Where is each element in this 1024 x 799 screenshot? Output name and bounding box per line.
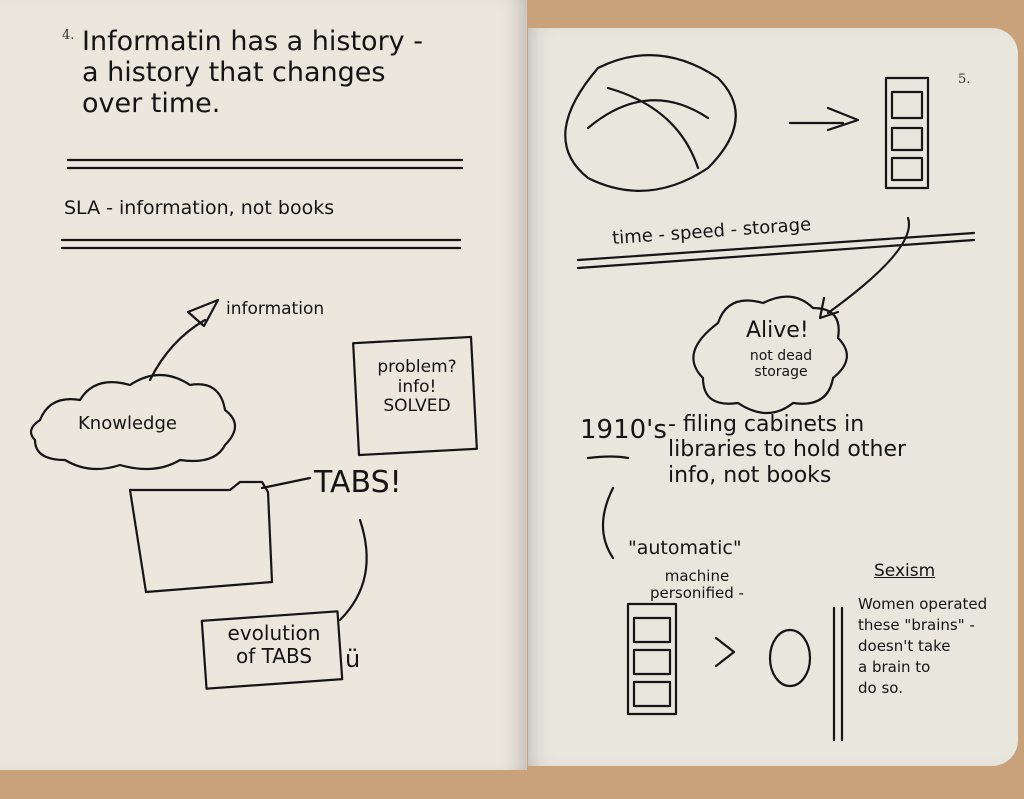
information-label: information [226, 299, 325, 319]
sexism-title: Sexism [874, 561, 936, 581]
knowledge-label: Knowledge [78, 413, 177, 434]
smiley: ü [345, 645, 361, 673]
page-number: 5. [958, 72, 971, 87]
heading-note: Informatin has a history - a history tha… [82, 26, 423, 120]
page-number: 4. [62, 28, 75, 43]
sexism-note: Women operated these "brains" - doesn't … [858, 595, 988, 697]
machine-personified-note: machine personified - [650, 567, 744, 603]
not-dead-storage-note: not dead storage [749, 348, 813, 381]
time-speed-storage-caption: time - speed - storage [611, 214, 812, 249]
evolution-of-tabs-note: evolution of TABS [227, 621, 321, 668]
filing-cabinets-note: - filing cabinets in libraries to hold o… [668, 412, 907, 488]
left-notebook-page: 4. Informatin has a history - a history … [0, 0, 527, 770]
alive-note: Alive! [746, 318, 809, 343]
subheading-note: SLA - information, not books [64, 197, 335, 219]
tabs-label: TABS! [314, 465, 402, 500]
decade-label: 1910's [580, 415, 667, 445]
problem-solved-note: problem? info! SOLVED [377, 357, 457, 417]
automatic-label: "automatic" [628, 537, 742, 559]
right-notebook-page: 5. time - speed - storage Alive! not dea… [528, 28, 1018, 766]
